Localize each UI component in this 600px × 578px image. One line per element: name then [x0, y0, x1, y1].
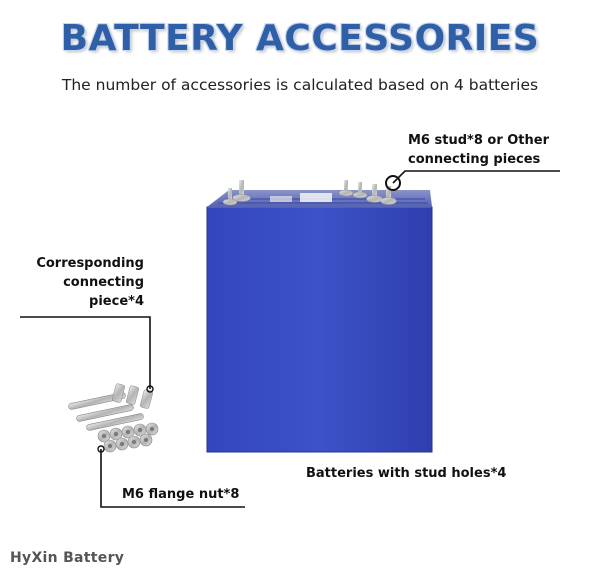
flange-nut-icon	[97, 422, 159, 453]
brand-watermark: HyXin Battery	[10, 550, 125, 566]
connector-label-line2: connecting	[63, 275, 144, 290]
connector-label: Corresponding connecting piece*4	[18, 254, 144, 311]
battery-front-face	[207, 207, 432, 452]
battery-pack	[206, 190, 433, 453]
connector-label-line3: piece*4	[89, 294, 144, 309]
stud-label-line1: M6 stud*8 or Other	[408, 133, 550, 148]
battery-label: Batteries with stud holes*4	[306, 466, 507, 481]
connector-label-line1: Corresponding	[36, 256, 144, 271]
stud-label-line2: connecting pieces	[408, 152, 541, 167]
stud-icon	[222, 180, 397, 206]
nut-label: M6 flange nut*8	[122, 487, 240, 502]
nut-callout	[97, 445, 245, 508]
page-subtitle: The number of accessories is calculated …	[61, 76, 539, 94]
stud-label: M6 stud*8 or Other connecting pieces	[408, 131, 549, 169]
page-title: BATTERY ACCESSORIES	[60, 18, 540, 59]
busbar-icon	[68, 383, 153, 431]
stud-callout	[385, 170, 560, 191]
connector-callout	[20, 316, 154, 393]
